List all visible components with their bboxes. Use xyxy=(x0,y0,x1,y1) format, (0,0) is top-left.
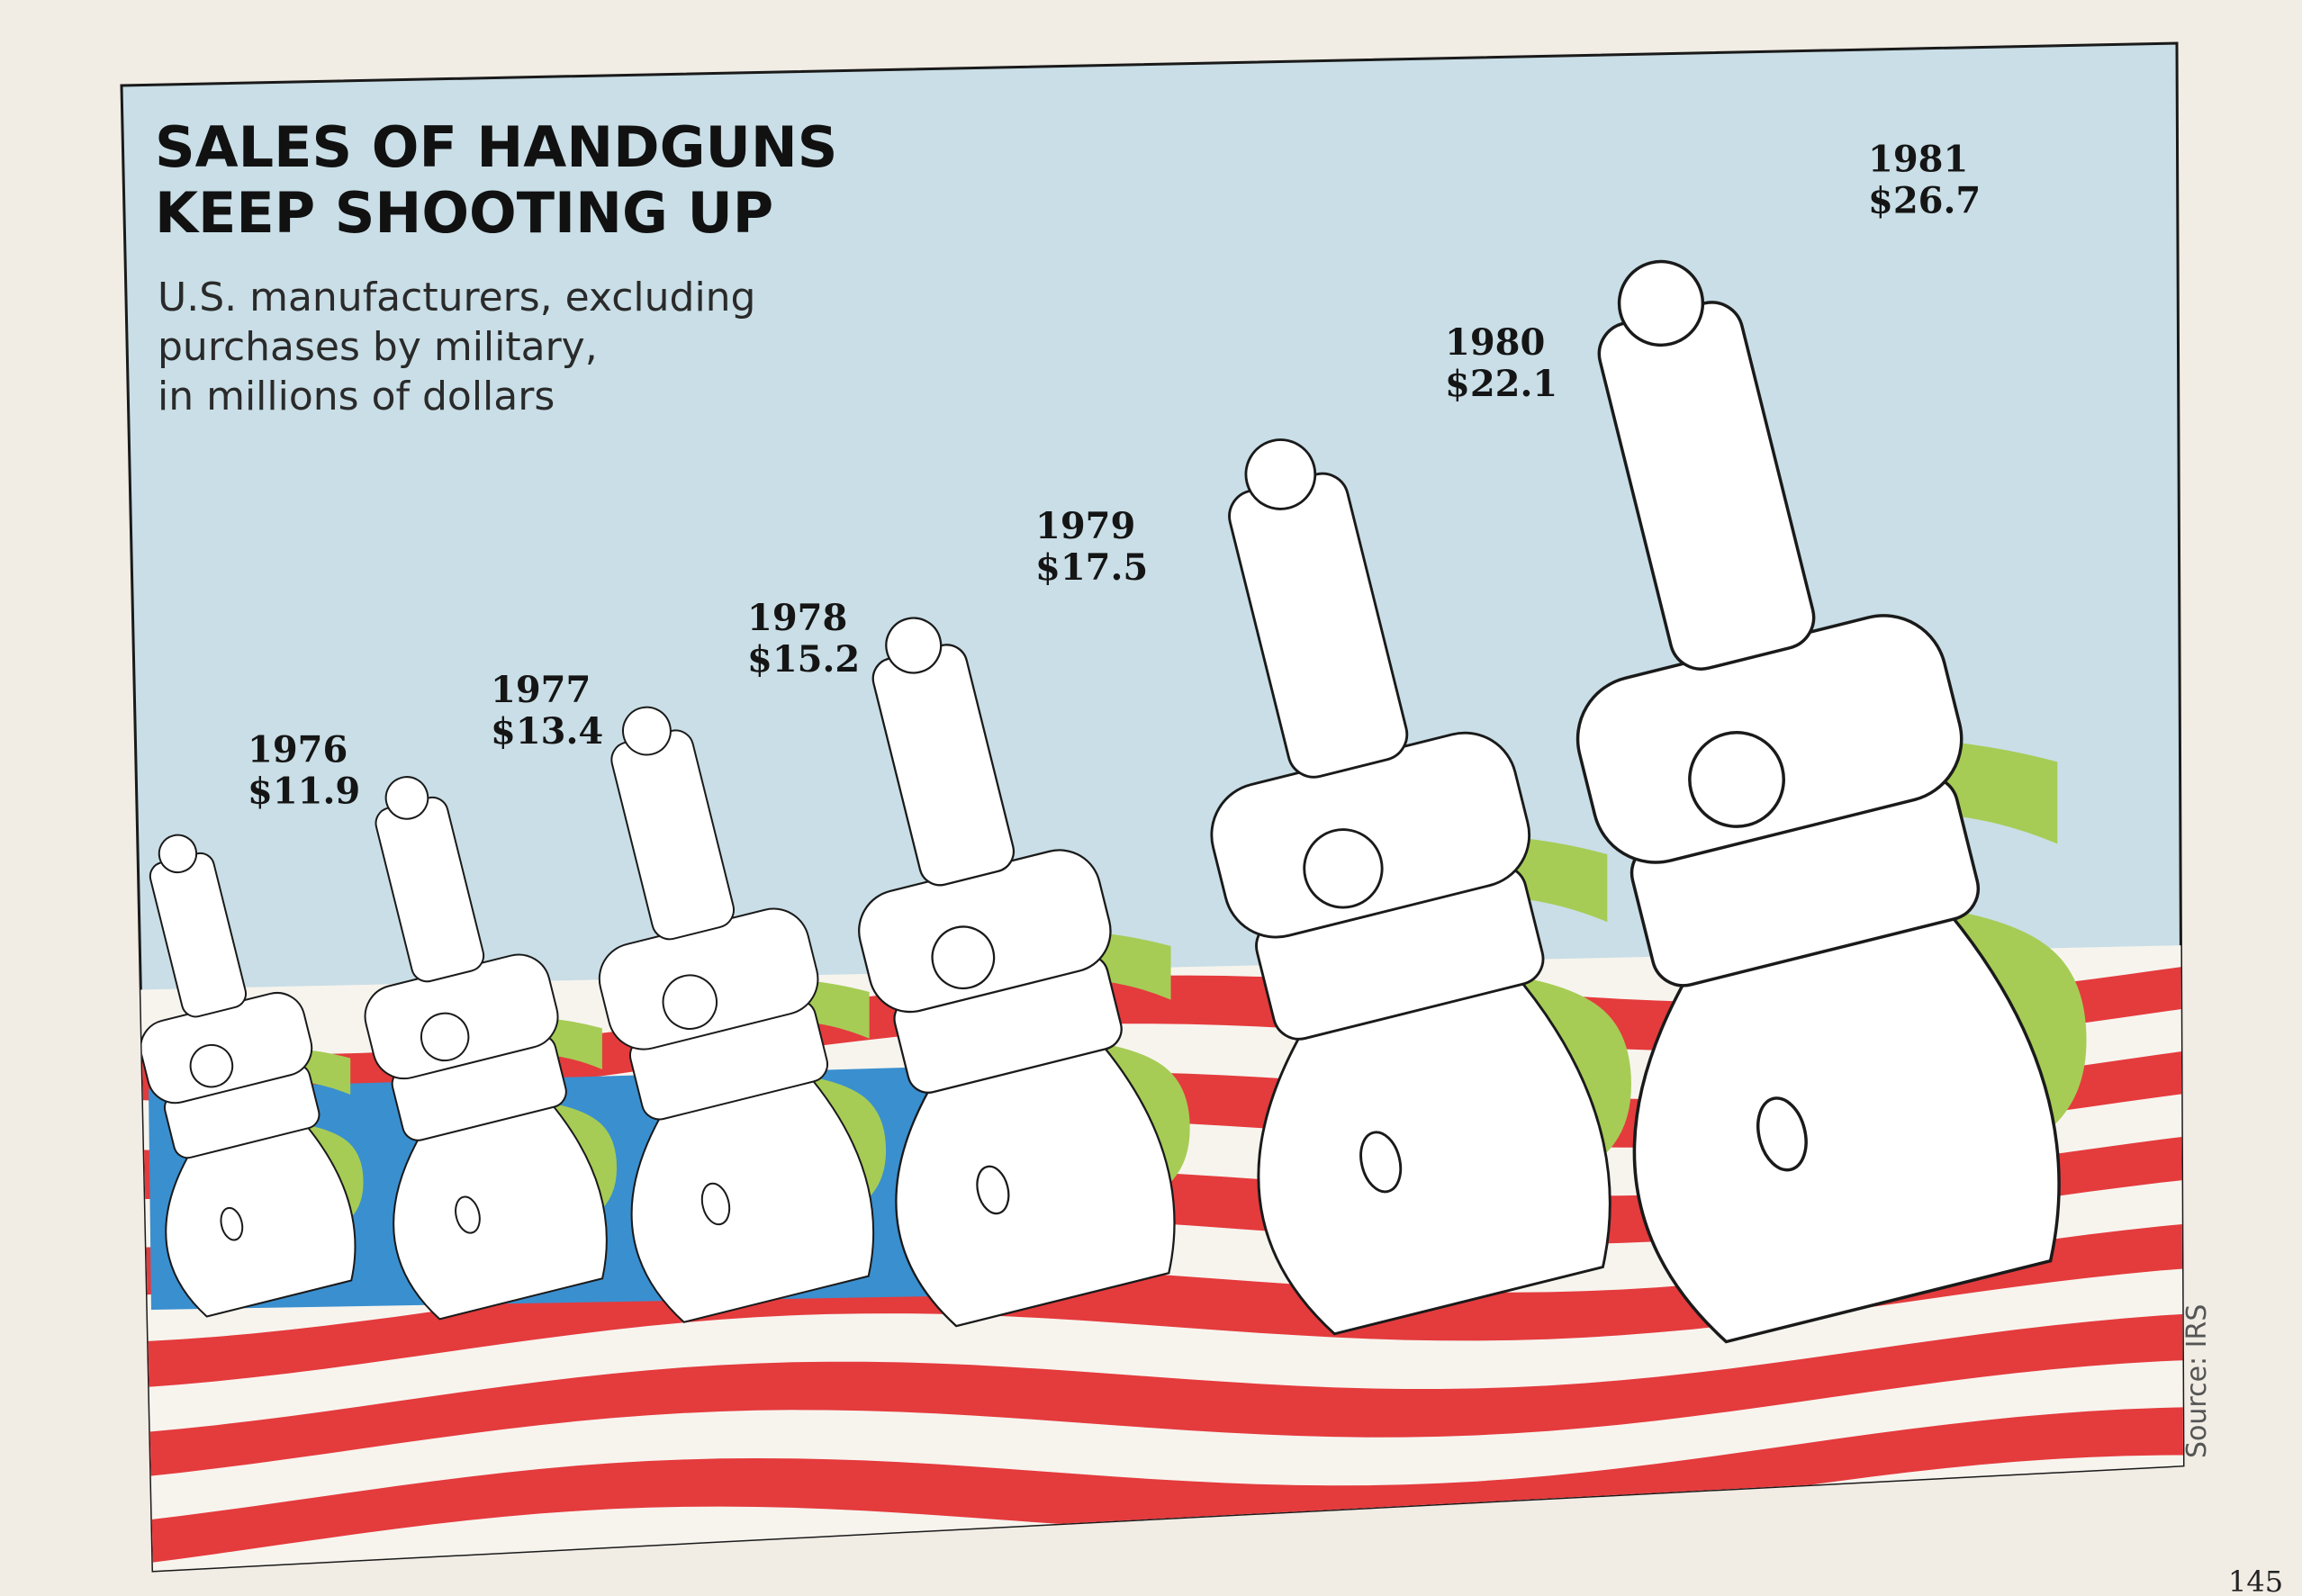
bar-1977: $ xyxy=(364,776,639,1321)
bar-year-label: 1978 xyxy=(747,597,847,639)
revolver-sight xyxy=(158,834,198,874)
bar-1981: $ xyxy=(1575,259,2131,1344)
revolver-trigger-guard xyxy=(420,1012,470,1062)
flag-stripe xyxy=(122,964,2183,1103)
chart-title-line-1: SALES OF HANDGUNS xyxy=(155,114,837,180)
revolver-trigger-guard xyxy=(1303,828,1384,909)
revolver-screw xyxy=(1359,1131,1403,1194)
bar-year-label: 1977 xyxy=(491,669,591,711)
revolver-trigger-guard xyxy=(189,1043,234,1088)
revolver-icon xyxy=(364,776,608,1321)
revolver-icon xyxy=(1210,438,1611,1336)
flag-stripe xyxy=(122,1407,2183,1568)
revolver-icon xyxy=(598,706,875,1323)
revolver-trigger-guard xyxy=(931,925,996,990)
revolver-icon xyxy=(1575,259,2061,1344)
revolver-icon xyxy=(858,617,1176,1328)
flag-stripe xyxy=(122,1222,2183,1390)
bar-1978: $ xyxy=(598,706,911,1323)
bar-labels: 1976$11.9 1977$13.4 1978$15.2 1979$17.5 1980… xyxy=(248,138,1981,812)
chart-subtitle-line-3: in millions of dollars xyxy=(158,374,555,419)
bar-value-label: $26.7 xyxy=(1868,179,1981,221)
revolver-sight xyxy=(622,706,672,756)
bar-1976: $ xyxy=(140,834,384,1318)
bar-value-label: $15.2 xyxy=(747,638,860,681)
flag-stripe xyxy=(122,1313,2183,1481)
bar-year-label: 1976 xyxy=(248,728,348,771)
bar-year-label: 1981 xyxy=(1868,138,1968,180)
bar-value-label: $17.5 xyxy=(1035,546,1148,589)
chart-title-line-2: KEEP SHOOTING UP xyxy=(155,180,773,246)
revolver-screw xyxy=(1756,1096,1808,1172)
source-note: Source: IRS xyxy=(2181,1304,2213,1458)
revolver-screw xyxy=(455,1195,481,1234)
chart-subtitle-line-1: U.S. manufacturers, excluding xyxy=(158,275,756,320)
revolver-screw xyxy=(220,1206,244,1241)
revolver-sight xyxy=(384,776,429,820)
pictogram-bars: $$$$$$ xyxy=(140,259,2131,1344)
bar-value-label: $13.4 xyxy=(491,710,603,753)
revolver-icon xyxy=(140,834,357,1318)
bar-year-label: 1980 xyxy=(1445,321,1545,364)
page-number: 145 xyxy=(2228,1564,2283,1596)
bar-1979: $ xyxy=(858,617,1219,1328)
revolver-screw xyxy=(976,1165,1010,1215)
revolver-sight xyxy=(885,617,943,674)
revolver-sight xyxy=(1244,438,1317,510)
bar-value-label: $11.9 xyxy=(248,770,360,812)
revolver-trigger-guard xyxy=(1688,730,1785,828)
bar-year-label: 1979 xyxy=(1035,505,1135,547)
revolver-screw xyxy=(700,1182,731,1226)
bar-value-label: $22.1 xyxy=(1445,363,1557,405)
revolver-sight xyxy=(1617,259,1705,347)
revolver-trigger-guard xyxy=(662,974,718,1030)
chart-subtitle-line-2: purchases by military, xyxy=(158,324,598,370)
